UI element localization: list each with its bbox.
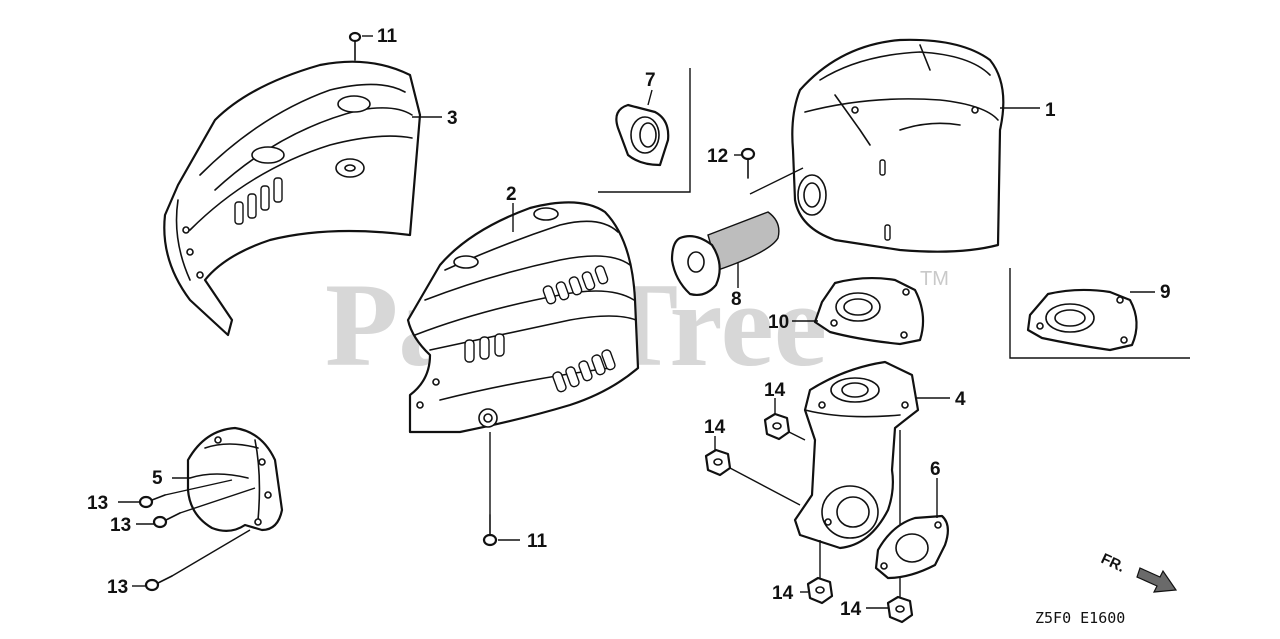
gasket-icon[interactable]: [874, 514, 949, 580]
diagram-code: Z5F0 E1600: [1035, 609, 1125, 627]
muffler-icon[interactable]: [791, 38, 1005, 253]
callout-11-bottom: 11: [527, 531, 548, 552]
callout-2: 2: [506, 184, 517, 205]
bolt-icon[interactable]: [348, 31, 362, 61]
callout-14-a: 14: [764, 380, 786, 401]
callout-6: 6: [930, 459, 941, 480]
nut-icon[interactable]: [886, 595, 914, 624]
callout-11-top: 11: [377, 26, 398, 47]
gasket-icon[interactable]: [813, 276, 925, 346]
gasket-icon[interactable]: [1026, 288, 1138, 352]
nut-icon[interactable]: [806, 576, 834, 605]
nut-icon[interactable]: [704, 448, 732, 477]
callout-7: 7: [645, 70, 656, 91]
front-direction-arrow-icon: FR.: [1098, 550, 1178, 593]
spark-arrester-icon[interactable]: [670, 211, 780, 297]
exhaust-cap-icon[interactable]: [186, 426, 284, 532]
screw-icon[interactable]: [144, 575, 173, 592]
muffler-protector-icon[interactable]: [406, 201, 640, 434]
callout-1: 1: [1045, 100, 1056, 121]
screw-icon[interactable]: [740, 147, 756, 179]
exhaust-pipe-joint-icon[interactable]: [793, 360, 920, 550]
callout-14-c: 14: [772, 583, 794, 604]
callout-4: 4: [955, 389, 966, 410]
watermark-trademark: TM: [920, 268, 949, 290]
callout-9: 9: [1160, 282, 1171, 303]
callout-3: 3: [447, 108, 458, 129]
callout-5: 5: [152, 468, 163, 489]
bolt-icon[interactable]: [482, 514, 498, 547]
callout-13-c: 13: [107, 577, 128, 598]
callout-14-b: 14: [704, 417, 726, 438]
direction-label: FR.: [1098, 550, 1127, 576]
callout-13-a: 13: [87, 493, 108, 514]
nut-icon[interactable]: [763, 412, 791, 441]
screw-icon[interactable]: [152, 512, 181, 529]
grommet-icon[interactable]: [615, 103, 670, 167]
muffler-cover-icon[interactable]: [163, 60, 422, 337]
screw-icon[interactable]: [138, 494, 166, 509]
callout-10: 10: [768, 312, 789, 333]
callout-12: 12: [707, 146, 728, 167]
callout-8: 8: [731, 289, 742, 310]
callout-14-d: 14: [840, 599, 862, 620]
callout-13-b: 13: [110, 515, 131, 536]
